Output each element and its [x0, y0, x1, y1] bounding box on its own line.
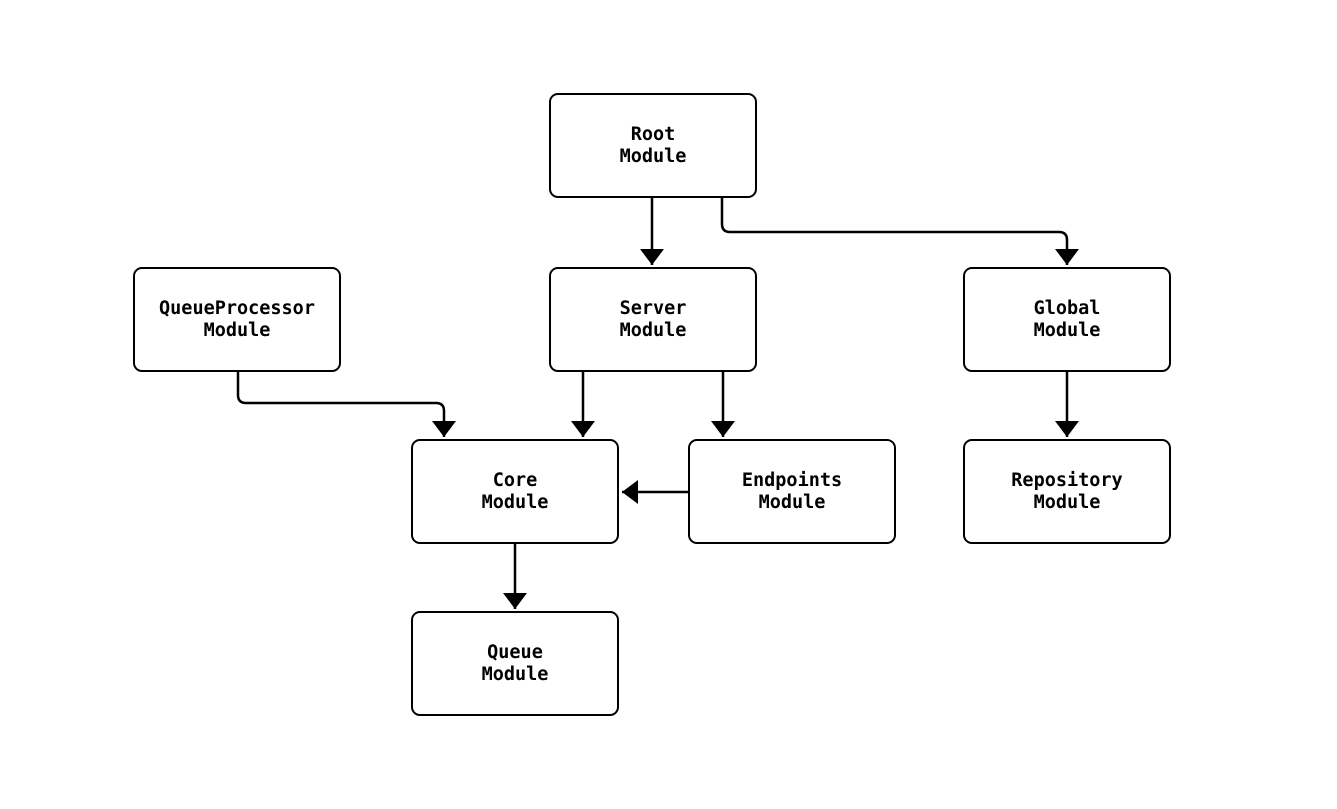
node-core-module-label: Core Module	[481, 469, 549, 513]
node-queue-module-label: Queue Module	[481, 641, 549, 685]
node-queue-module: Queue Module	[411, 611, 619, 716]
node-global-module-label: Global Module	[1033, 297, 1101, 341]
node-queueprocessor-module-label: QueueProcessor Module	[159, 297, 315, 341]
edge-queueprocessor-to-core	[236, 371, 456, 437]
node-root-module-label: Root Module	[619, 123, 687, 167]
node-server-module-label: Server Module	[619, 297, 687, 341]
node-core-module: Core Module	[411, 439, 619, 544]
node-endpoints-module-label: Endpoints Module	[741, 469, 843, 513]
node-queueprocessor-module: QueueProcessor Module	[133, 267, 341, 372]
node-repository-module-label: Repository Module	[1011, 469, 1123, 513]
node-endpoints-module: Endpoints Module	[688, 439, 896, 544]
node-global-module: Global Module	[963, 267, 1171, 372]
node-root-module: Root Module	[549, 93, 757, 198]
node-repository-module: Repository Module	[963, 439, 1171, 544]
node-server-module: Server Module	[549, 267, 757, 372]
edge-root-to-global	[720, 197, 1079, 265]
